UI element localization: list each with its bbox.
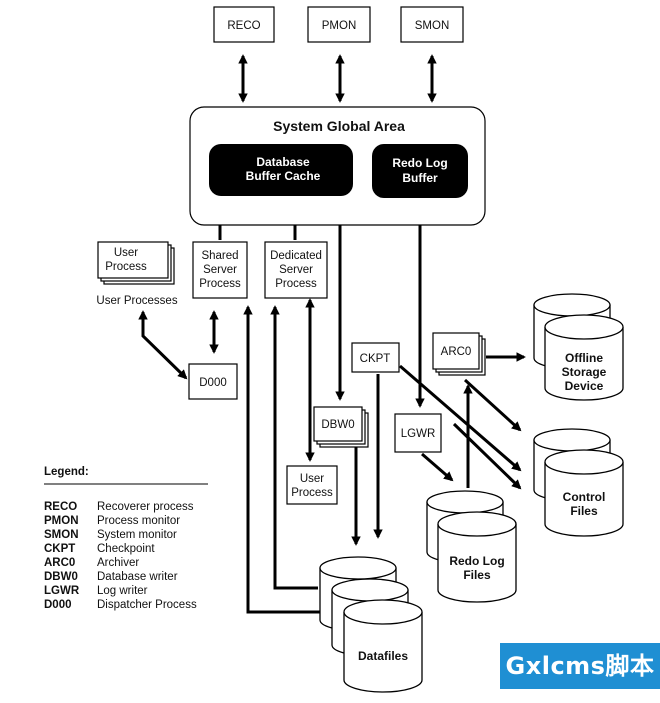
legend-item: PMON Process monitor xyxy=(44,515,180,527)
user-processes-caption: User Processes xyxy=(96,295,177,307)
svg-text:Process monitor: Process monitor xyxy=(97,515,180,527)
svg-text:Process: Process xyxy=(275,278,317,290)
svg-text:LGWR: LGWR xyxy=(44,585,80,597)
svg-text:ARC0: ARC0 xyxy=(44,557,75,569)
svg-text:Redo Log: Redo Log xyxy=(392,156,447,170)
legend-item: SMON System monitor xyxy=(44,529,177,541)
svg-text:Archiver: Archiver xyxy=(97,557,139,569)
svg-text:CKPT: CKPT xyxy=(360,353,391,365)
legend-item: D000 Dispatcher Process xyxy=(44,599,197,611)
svg-text:Recoverer process: Recoverer process xyxy=(97,501,194,513)
svg-text:SMON: SMON xyxy=(44,529,79,541)
svg-text:Checkpoint: Checkpoint xyxy=(97,543,155,555)
svg-text:LGWR: LGWR xyxy=(401,428,436,440)
legend-item: DBW0 Database writer xyxy=(44,571,178,583)
svg-text:Files: Files xyxy=(463,568,491,582)
legend-item: CKPT Checkpoint xyxy=(44,543,155,555)
redo-log-files: Redo Log Files xyxy=(426,490,517,603)
svg-text:User: User xyxy=(300,473,324,485)
svg-text:CKPT: CKPT xyxy=(44,543,75,555)
legend-title: Legend: xyxy=(44,466,89,478)
svg-text:D000: D000 xyxy=(44,599,72,611)
pmon-process: PMON xyxy=(307,6,371,43)
svg-text:Offline: Offline xyxy=(565,351,603,365)
svg-text:Log writer: Log writer xyxy=(97,585,148,597)
svg-text:D000: D000 xyxy=(199,377,227,389)
svg-text:DBW0: DBW0 xyxy=(321,419,354,431)
d000-dispatcher: D000 xyxy=(188,363,238,400)
legend-item: RECO Recoverer process xyxy=(44,501,194,513)
svg-text:RECO: RECO xyxy=(44,501,77,513)
svg-text:Process: Process xyxy=(291,487,333,499)
ckpt-process: CKPT xyxy=(351,342,400,373)
svg-text:PMON: PMON xyxy=(322,20,357,32)
svg-text:Server: Server xyxy=(203,264,237,276)
svg-text:Dedicated: Dedicated xyxy=(270,250,322,262)
svg-text:User: User xyxy=(114,247,138,259)
svg-text:Control: Control xyxy=(563,490,606,504)
site-watermark: Gxlcms脚本 xyxy=(500,643,660,689)
smon-process: SMON xyxy=(400,6,464,43)
svg-text:DBW0: DBW0 xyxy=(44,571,78,583)
dbw0-process: DBW0 xyxy=(313,406,369,448)
svg-text:Server: Server xyxy=(279,264,313,276)
dedicated-server-process: Dedicated Server Process xyxy=(264,241,328,299)
database-buffer-cache: Database Buffer Cache xyxy=(209,144,353,196)
connector-lines xyxy=(138,54,526,614)
control-files: Control Files xyxy=(533,428,624,537)
svg-text:Files: Files xyxy=(570,504,598,518)
user-process: User Process xyxy=(286,465,338,505)
svg-text:Buffer Cache: Buffer Cache xyxy=(246,169,321,183)
svg-text:Storage: Storage xyxy=(562,365,607,379)
svg-text:Buffer: Buffer xyxy=(402,171,438,185)
svg-text:PMON: PMON xyxy=(44,515,79,527)
svg-text:SMON: SMON xyxy=(415,20,450,32)
arc0-process: ARC0 xyxy=(432,332,486,376)
svg-text:Dispatcher Process: Dispatcher Process xyxy=(97,599,197,611)
legend-item: LGWR Log writer xyxy=(44,585,148,597)
svg-text:Database: Database xyxy=(256,155,310,169)
svg-text:Shared: Shared xyxy=(201,250,238,262)
svg-text:Database writer: Database writer xyxy=(97,571,178,583)
svg-text:Redo Log: Redo Log xyxy=(449,554,504,568)
reco-process: RECO xyxy=(213,6,275,43)
svg-text:Process: Process xyxy=(105,261,147,273)
shared-server-process: Shared Server Process xyxy=(192,241,248,299)
svg-text:RECO: RECO xyxy=(227,20,260,32)
datafiles: Datafiles xyxy=(319,556,423,693)
svg-text:ARC0: ARC0 xyxy=(441,346,472,358)
svg-text:Device: Device xyxy=(565,379,604,393)
legend: Legend: RECO Recoverer process PMON Proc… xyxy=(44,466,208,611)
redo-log-buffer: Redo Log Buffer xyxy=(372,144,468,198)
svg-text:Datafiles: Datafiles xyxy=(358,649,408,663)
svg-text:Process: Process xyxy=(199,278,241,290)
lgwr-process: LGWR xyxy=(394,413,442,453)
svg-text:System Global Area: System Global Area xyxy=(273,118,405,134)
svg-text:System monitor: System monitor xyxy=(97,529,177,541)
legend-item: ARC0 Archiver xyxy=(44,557,139,569)
offline-storage-device: Offline Storage Device xyxy=(533,293,624,401)
user-processes-stack: User Process User Processes xyxy=(96,241,178,307)
